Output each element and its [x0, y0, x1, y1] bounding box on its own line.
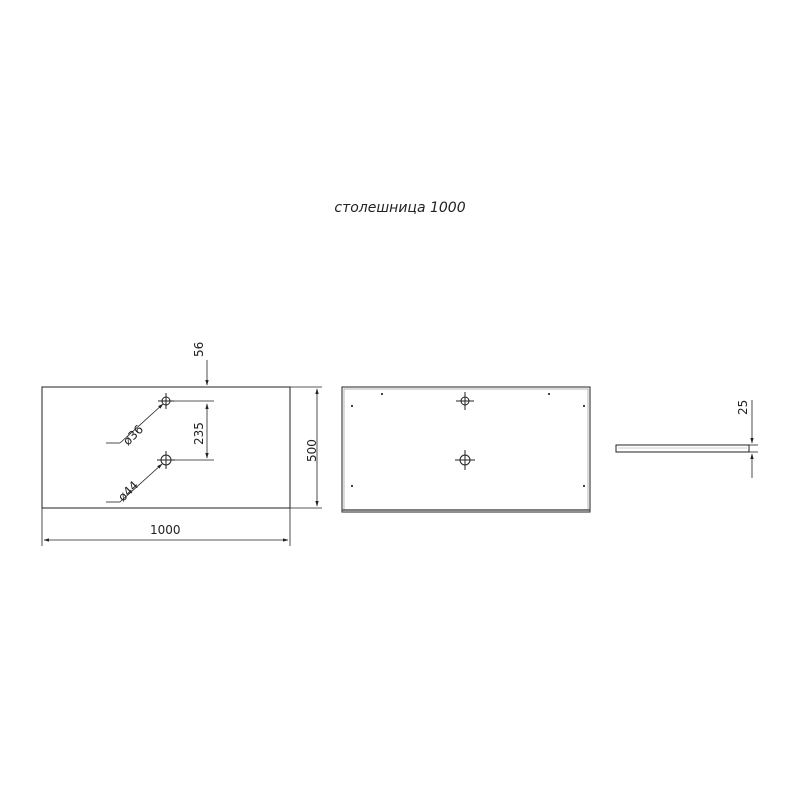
top-view — [41, 360, 322, 546]
drawing-title: столешница 1000 — [334, 200, 466, 216]
bottom-hole-1 — [456, 392, 474, 410]
hole-small — [158, 393, 174, 409]
dim-25-label: 25 — [736, 400, 750, 415]
side-view-outline — [615, 444, 750, 453]
screw-points — [351, 393, 585, 487]
bottom-view-outline — [341, 386, 591, 513]
dim-500-label: 500 — [305, 439, 319, 462]
hole-large-label: ø44 — [115, 478, 141, 504]
leader-small-hole — [119, 403, 164, 444]
dim-1000-label: 1000 — [150, 523, 181, 537]
dim-56-label: 56 — [192, 342, 206, 357]
leader-large-hole — [119, 463, 163, 503]
hole-large — [157, 451, 175, 469]
side-view — [615, 400, 758, 478]
bottom-view — [341, 386, 591, 513]
hole-small-label: ø36 — [120, 422, 146, 448]
bottom-hole-2 — [455, 450, 475, 470]
dim-235-label: 235 — [192, 422, 206, 445]
